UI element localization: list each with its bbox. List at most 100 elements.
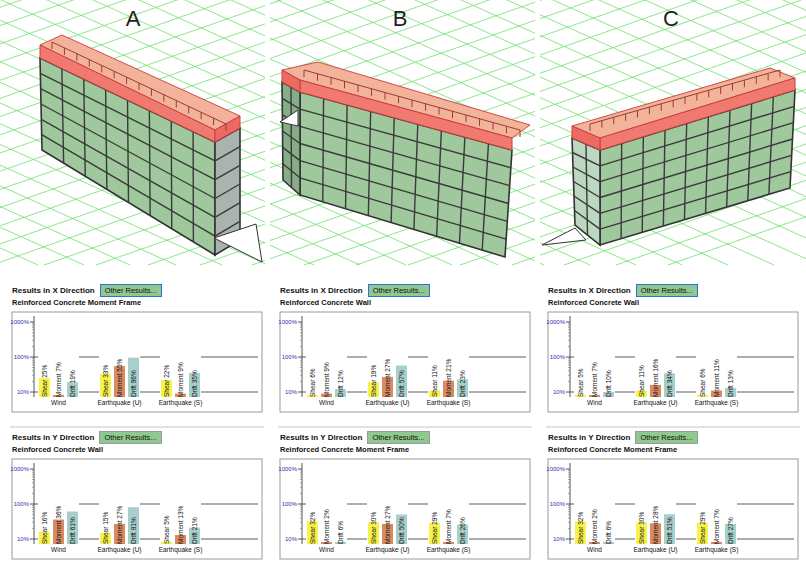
- bar-label: Drift 50%: [398, 517, 406, 544]
- bar-label: Moment 7%: [591, 362, 599, 397]
- grid-line: [0, 0, 265, 265]
- bar-label: Shear 19%: [370, 365, 378, 397]
- grid-line: [302, 392, 306, 393]
- grid-line: [0, 0, 265, 265]
- grid-line: [0, 0, 265, 265]
- group-label: Earthquake (U): [633, 546, 677, 554]
- axis-label: 100%: [14, 353, 29, 361]
- grid-line: [347, 392, 367, 393]
- minor-tick: [568, 514, 570, 515]
- minor-tick: [32, 482, 34, 483]
- panel-heading: Results in Y Direction: [12, 433, 94, 442]
- grid-line: [347, 504, 367, 505]
- bar-label: Shear 32%: [309, 512, 317, 544]
- axis-label: 10%: [285, 388, 297, 396]
- minor-tick: [568, 362, 570, 363]
- grid-line: [615, 539, 635, 540]
- other-results-button: Other Results...: [100, 284, 162, 297]
- grid-line: [570, 392, 574, 393]
- bar-label: Drift 6%: [337, 521, 345, 544]
- minor-tick: [300, 325, 302, 326]
- minor-tick: [568, 470, 570, 471]
- minor-tick: [300, 482, 302, 483]
- minor-tick: [32, 509, 34, 510]
- grid-line: [408, 392, 428, 393]
- minor-tick: [300, 511, 302, 512]
- bar-label: Drift 23%: [459, 370, 467, 397]
- roof-rail: [590, 70, 780, 124]
- grid-line: [0, 0, 265, 265]
- bar-label: Shear 5%: [163, 515, 171, 544]
- grid-line: [270, 0, 535, 265]
- bar-label: Shear 11%: [638, 365, 646, 397]
- group-label: Earthquake (S): [427, 399, 471, 407]
- roof-post: [479, 119, 480, 126]
- grid-line: [140, 357, 160, 358]
- roof-post: [201, 112, 202, 119]
- minor-tick: [300, 335, 302, 336]
- floor-line: [573, 153, 601, 166]
- bar-label: Drift 12%: [337, 370, 345, 397]
- floor-line: [41, 119, 215, 217]
- other-results-button: Other Results...: [367, 431, 429, 444]
- roof-post: [317, 74, 318, 81]
- major-tick: [566, 357, 570, 358]
- roof-post: [176, 101, 177, 108]
- minor-tick: [32, 332, 34, 333]
- roof-post: [213, 118, 214, 125]
- grid-line: [540, 0, 806, 265]
- grid-line: [201, 357, 258, 358]
- minor-tick: [32, 514, 34, 515]
- grid-line: [347, 539, 367, 540]
- minor-tick: [300, 528, 302, 529]
- building-b: [280, 62, 530, 257]
- grid-line: [79, 539, 99, 540]
- minor-tick: [32, 528, 34, 529]
- camera-marker: [280, 110, 298, 126]
- major-tick: [30, 469, 34, 470]
- roof-post: [412, 100, 413, 107]
- grid-line: [0, 0, 265, 265]
- button-text: Other Results...: [372, 433, 424, 442]
- grid-line: [270, 0, 535, 265]
- minor-tick: [32, 474, 34, 475]
- bar-label: Drift 26%: [459, 517, 467, 544]
- panel-divider: [10, 427, 264, 428]
- bar-label: Moment 9%: [177, 362, 185, 397]
- grid-line: [676, 357, 696, 358]
- major-tick: [566, 539, 570, 540]
- roof-post: [625, 114, 626, 121]
- grid-line: [540, 0, 806, 265]
- result-bar: [396, 515, 407, 544]
- parapet: [282, 70, 300, 92]
- minor-tick: [300, 346, 302, 347]
- group-label: Wind: [319, 546, 334, 554]
- roof-post: [358, 85, 359, 92]
- roof-post: [188, 106, 189, 113]
- grid-line: [0, 0, 265, 265]
- bar-label: Drift 6%: [605, 521, 613, 544]
- roof-post: [506, 126, 507, 133]
- axis-label: 10%: [553, 388, 565, 396]
- roof-post: [520, 130, 521, 137]
- grid-line: [79, 357, 99, 358]
- minor-tick: [300, 332, 302, 333]
- end-facade: [282, 82, 300, 195]
- bar-label: Drift 81%: [130, 517, 138, 544]
- floor-line: [42, 135, 215, 237]
- grid-line: [469, 357, 526, 358]
- grid-line: [570, 504, 574, 505]
- grid-line: [540, 0, 806, 265]
- minor-tick: [568, 522, 570, 523]
- minor-tick: [300, 340, 302, 341]
- minor-tick: [32, 507, 34, 508]
- roof-post: [101, 65, 102, 72]
- other-results-button: Other Results...: [99, 431, 161, 444]
- grid-line: [540, 0, 806, 265]
- roof-post: [385, 93, 386, 100]
- grid-line: [615, 392, 635, 393]
- bar-label: Moment 27%: [384, 506, 392, 544]
- grid-line: [540, 0, 806, 265]
- grid-line: [140, 504, 160, 505]
- result-bar: [396, 366, 407, 397]
